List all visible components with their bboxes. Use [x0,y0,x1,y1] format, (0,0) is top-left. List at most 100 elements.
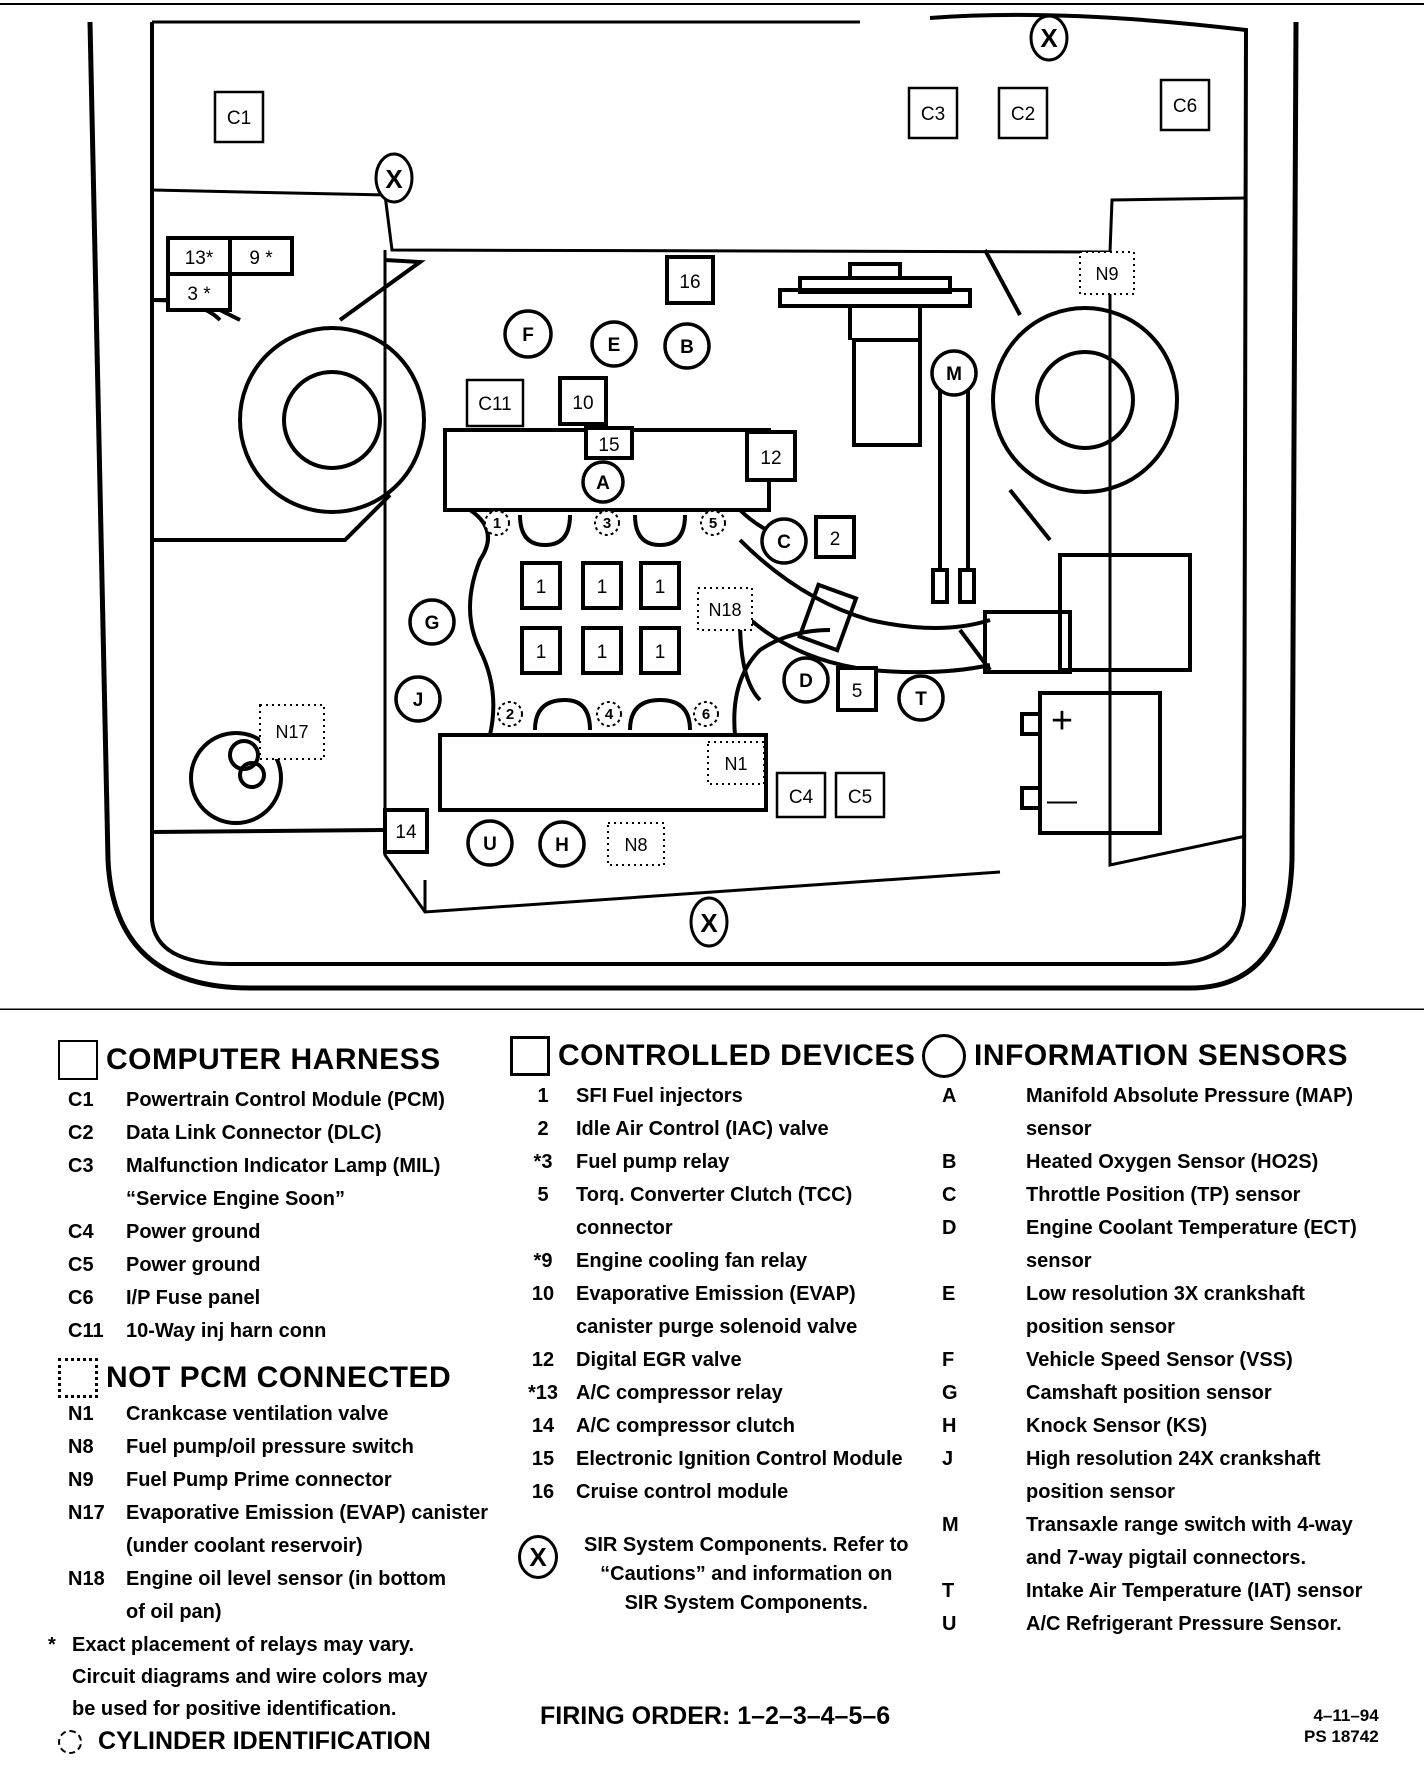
date-code: 4–11–94 [1313,1706,1379,1725]
label-n18: N18 [708,600,741,620]
circle-f [503,309,553,359]
legend-code: *3 [533,1151,553,1173]
legend-text: Vehicle Speed Sensor (VSS) [1026,1349,1293,1371]
label-2: 2 [830,529,841,550]
dotted-square-symbol-icon [58,1358,98,1398]
sir-line: SIR System Components. [624,1592,868,1614]
legend-code: 5 [537,1184,549,1206]
legend-text: connector [576,1217,673,1239]
box-9 [228,236,294,276]
legend-text: position sensor [1026,1481,1175,1503]
computer-harness-boxes [213,78,1211,819]
sir-line: SIR System Components. Refer to [584,1534,909,1556]
label-9: 9 * [249,248,273,269]
note-line: Circuit diagrams and wire colors may [72,1666,428,1688]
sir-marker-top: X [1040,23,1058,53]
circle-e [590,320,638,368]
cyl-5-label: 5 [709,515,717,532]
box-n18 [697,587,753,631]
computer-harness-title: COMPUTER HARNESS [106,1043,441,1076]
legend-code: C4 [68,1221,94,1243]
legend-text: Heated Oxygen Sensor (HO2S) [1026,1151,1319,1173]
cylinder-id-icon [58,1729,82,1754]
ps-number: PS 18742 [1304,1727,1379,1746]
label-j: J [413,690,424,711]
legend-code: 1 [537,1085,549,1107]
square-symbol-icon [58,1040,98,1080]
cyl-3-label: 3 [603,515,611,532]
label-16: 16 [679,272,700,293]
sir-markers: X X X [374,14,1069,948]
cyl-4-label: 4 [605,706,614,723]
box-c11 [465,378,525,428]
legend-row: C5 Power ground [58,1249,498,1282]
sir-symbol-icon: X [518,1535,558,1579]
legend-code: T [942,1580,955,1602]
cyl-2 [497,701,523,727]
legend-text: Digital EGR valve [576,1349,742,1371]
label-n17: N17 [275,722,308,742]
label-u: U [483,834,497,855]
label-h: H [555,835,569,856]
circle-m [930,349,978,397]
legend-code: C11 [68,1320,104,1342]
legend-row: canister purge solenoid valve [510,1311,930,1344]
legend-text: canister purge solenoid valve [576,1316,858,1338]
label-14: 14 [395,822,417,843]
legend-text: Data Link Connector (DLC) [126,1122,382,1144]
circle-a [581,460,625,504]
legend-code: 12 [531,1349,555,1371]
legend-code: C3 [68,1155,94,1177]
engine-compartment-diagram: X X X C1 C3 C2 C6 C11 C4 C5 [0,3,1424,1010]
legend-code: C2 [68,1122,94,1144]
legend-code: A [942,1085,957,1107]
box-c3 [907,86,959,140]
legend-row: 1 SFI Fuel injectors [510,1080,930,1113]
legend-text: Malfunction Indicator Lamp (MIL) [126,1155,441,1177]
label-c4: C4 [789,787,814,808]
legend-text: Knock Sensor (KS) [1026,1415,1208,1437]
label-c1: C1 [227,108,251,129]
label-1a: 1 [536,577,547,598]
label-c: C [777,532,791,553]
legend-text: of oil pan) [126,1601,222,1623]
legend-row: position sensor [922,1476,1372,1509]
legend-code [510,1212,576,1245]
label-3: 3 * [187,284,211,305]
circle-symbol-icon [922,1034,966,1078]
legend-code: C5 [68,1254,94,1276]
legend-text: High resolution 24X crankshaft [1026,1448,1321,1470]
box-n9 [1079,251,1135,295]
legend-text: Powertrain Control Module (PCM) [126,1089,445,1111]
legend-code: F [942,1349,955,1371]
label-d: D [799,671,813,692]
label-c2: C2 [1011,104,1035,125]
legend-text: Torq. Converter Clutch (TCC) [576,1184,853,1206]
legend-text: and 7-way pigtail connectors. [1026,1547,1307,1569]
battery-minus: — [1047,784,1077,817]
circle-c [760,517,808,565]
legend-text: Power ground [126,1254,261,1276]
not-pcm-title: NOT PCM CONNECTED [106,1361,452,1394]
box-1c [639,561,681,610]
legend-text: Power ground [126,1221,261,1243]
box-c1 [213,90,265,144]
legend-code [68,1596,126,1629]
legend-text: 10-Way inj harn conn [126,1320,327,1342]
legend-row: 5 Torq. Converter Clutch (TCC) [510,1179,930,1212]
legend-code [68,1530,126,1563]
cyl-6-label: 6 [702,706,710,723]
legend-text: SFI Fuel injectors [576,1085,743,1107]
legend-row: connector [510,1212,930,1245]
label-c6: C6 [1173,96,1197,117]
box-n8 [607,822,665,866]
label-1e: 1 [597,642,608,663]
legend-row: position sensor [922,1311,1372,1344]
